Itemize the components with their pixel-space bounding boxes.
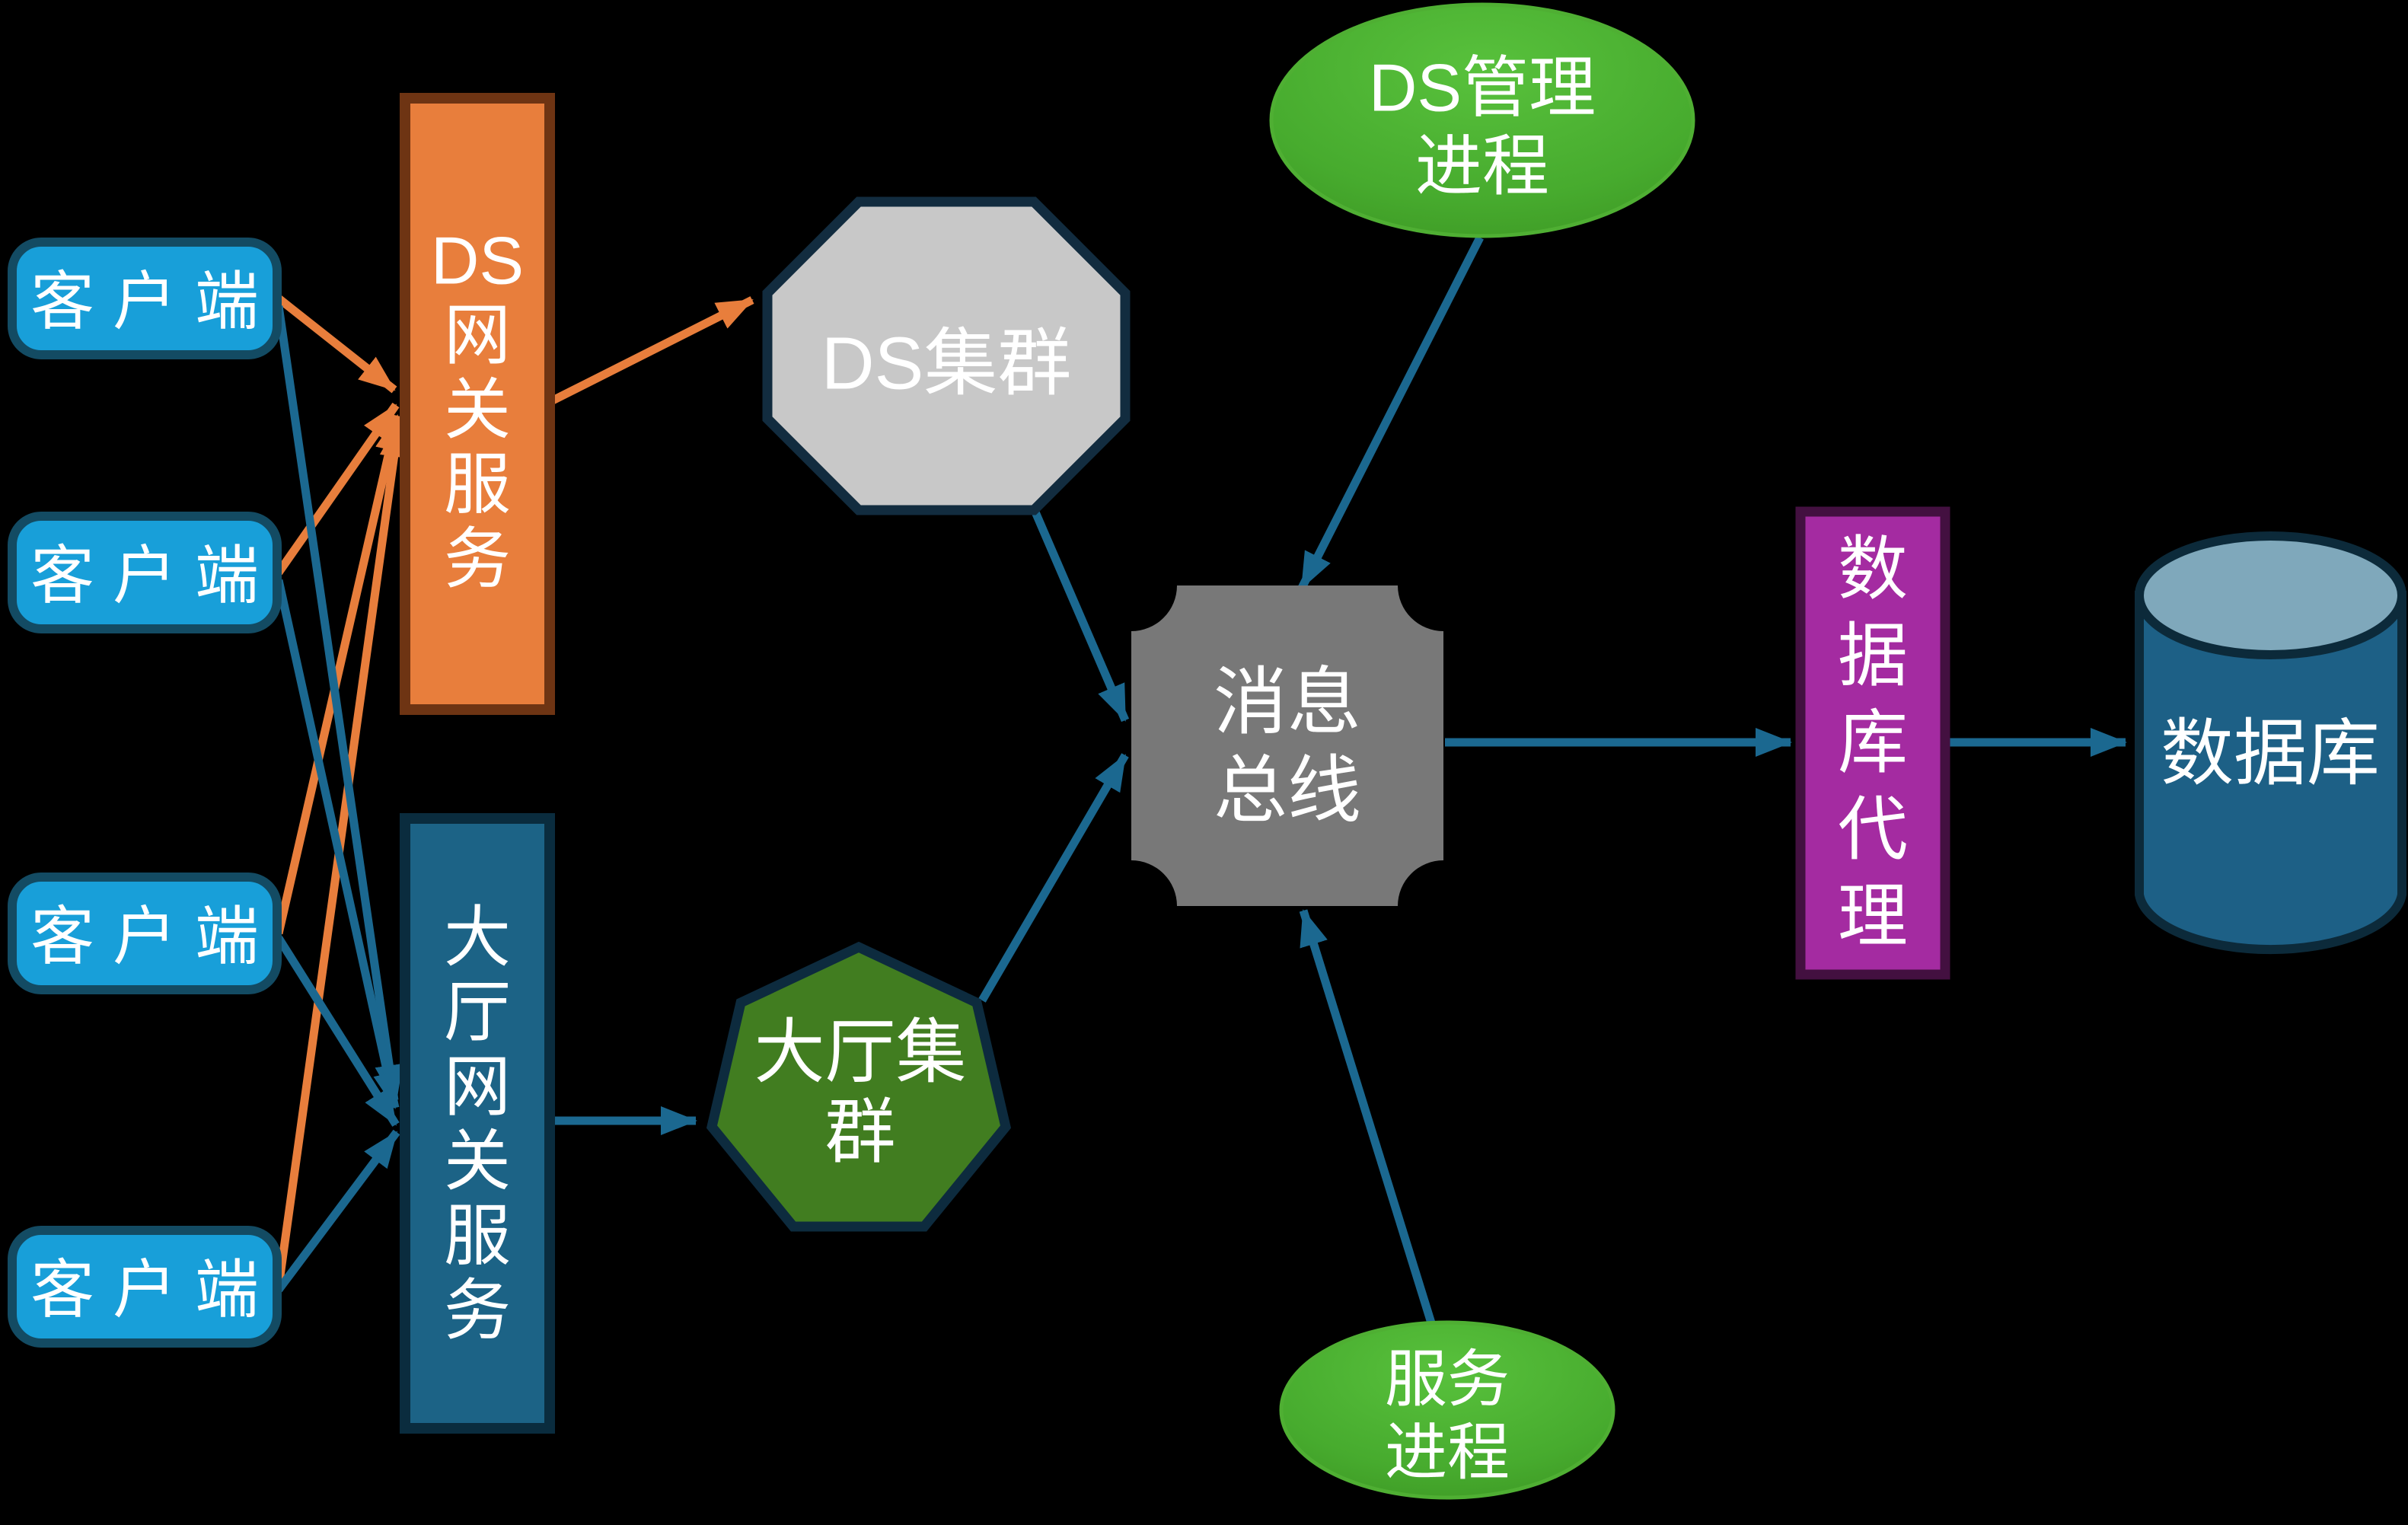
edge-ds-cluster-message-bus bbox=[1029, 506, 1130, 723]
edge-client3-lobby-gateway bbox=[275, 936, 400, 1127]
lobby-gateway-line: 服 bbox=[444, 1198, 511, 1274]
node-client-2: 客户端 bbox=[8, 512, 282, 633]
ds-gateway-line: DS bbox=[431, 223, 524, 298]
message-bus-line: 总线 bbox=[1214, 749, 1361, 832]
ds-gateway-line: 网 bbox=[444, 298, 511, 373]
node-lobby-gateway: 大 厅 网 关 服 务 bbox=[400, 813, 555, 1434]
edges bbox=[274, 235, 2127, 1329]
message-bus-plaque bbox=[1131, 585, 1443, 906]
lobby-gateway-line: 务 bbox=[444, 1273, 511, 1348]
client-label: 客户端 bbox=[30, 1254, 277, 1326]
ds-gateway-line: 务 bbox=[444, 522, 511, 597]
db-proxy-line: 据 bbox=[1838, 617, 1908, 695]
ds-gateway-box bbox=[400, 93, 555, 715]
node-client-3: 客户端 bbox=[8, 873, 282, 994]
node-db-proxy: 数 据 库 代 理 bbox=[1795, 506, 1950, 980]
client-box bbox=[8, 873, 282, 994]
client-label: 客户端 bbox=[30, 266, 277, 337]
ds-gateway-line: 关 bbox=[444, 372, 511, 448]
service-process-ellipse bbox=[1279, 1320, 1615, 1500]
service-process-line: 进程 bbox=[1385, 1418, 1510, 1488]
client-label: 客户端 bbox=[30, 540, 277, 611]
ds-manager-line: DS管理 bbox=[1369, 50, 1596, 126]
lobby-gateway-line: 网 bbox=[444, 1049, 511, 1125]
node-message-bus: 消息 总线 bbox=[1131, 585, 1443, 906]
ds-manager-ellipse bbox=[1269, 2, 1695, 238]
client-box bbox=[8, 238, 282, 359]
client-label: 客户端 bbox=[30, 901, 277, 972]
db-proxy-line: 数 bbox=[1838, 531, 1908, 608]
node-lobby-cluster: 大厅集 群 bbox=[706, 941, 1012, 1232]
client-box bbox=[8, 1226, 282, 1348]
edge-ds-manager-message-bus bbox=[1298, 235, 1484, 590]
lobby-gateway-line: 厅 bbox=[444, 975, 511, 1050]
db-proxy-line: 理 bbox=[1838, 878, 1908, 956]
ds-manager-line: 进程 bbox=[1415, 129, 1549, 204]
edge-client4-lobby-gateway bbox=[275, 1129, 400, 1293]
database-cylinder-body bbox=[2135, 591, 2406, 955]
ds-cluster-label: DS集群 bbox=[821, 322, 1072, 405]
client-box bbox=[8, 512, 282, 633]
edge-ds-gateway-ds-cluster bbox=[549, 296, 754, 405]
lobby-gateway-box bbox=[400, 813, 555, 1434]
node-ds-cluster: DS集群 bbox=[762, 196, 1131, 515]
db-proxy-line: 库 bbox=[1838, 704, 1908, 782]
edge-client2-lobby-gateway bbox=[274, 579, 402, 1109]
edge-client3-ds-gateway bbox=[274, 414, 404, 935]
database-label: 数据库 bbox=[2161, 713, 2380, 795]
message-bus-line: 消息 bbox=[1214, 661, 1361, 744]
lobby-cluster-line: 群 bbox=[825, 1093, 896, 1172]
node-ds-manager: DS管理 进程 bbox=[1269, 2, 1695, 238]
node-database: 数据库 bbox=[2135, 531, 2406, 955]
lobby-gateway-line: 大 bbox=[444, 900, 511, 975]
edge-client1-ds-gateway bbox=[276, 295, 397, 394]
node-service-process: 服务 进程 bbox=[1279, 1320, 1615, 1500]
service-process-line: 服务 bbox=[1385, 1345, 1510, 1415]
node-client-1: 客户端 bbox=[8, 238, 282, 359]
lobby-cluster-heptagon bbox=[706, 941, 1012, 1232]
database-cylinder-top bbox=[2135, 531, 2406, 659]
lobby-cluster-line: 大厅集 bbox=[754, 1013, 967, 1092]
db-proxy-line: 代 bbox=[1838, 791, 1908, 869]
edge-lobby-cluster-message-bus bbox=[978, 753, 1129, 1003]
edge-client1-lobby-gateway bbox=[274, 305, 404, 1102]
node-client-4: 客户端 bbox=[8, 1226, 282, 1348]
edge-service-process-message-bus bbox=[1299, 909, 1437, 1329]
node-ds-gateway: DS 网 关 服 务 bbox=[400, 93, 555, 715]
lobby-gateway-line: 关 bbox=[444, 1124, 511, 1199]
ds-cluster-octagon bbox=[762, 196, 1131, 515]
db-proxy-box bbox=[1795, 506, 1950, 980]
ds-gateway-line: 服 bbox=[444, 447, 511, 522]
